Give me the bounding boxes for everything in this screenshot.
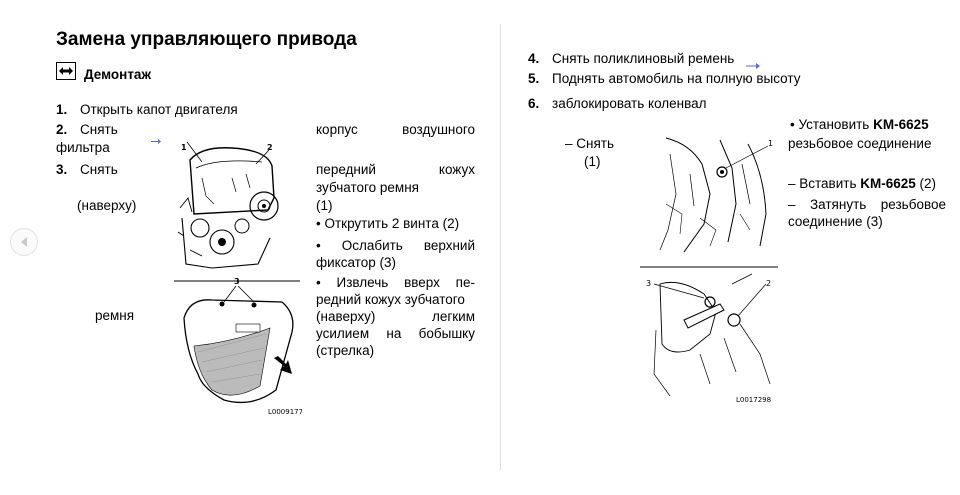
bullet-item: фиксатор (3) xyxy=(316,255,396,270)
step-number: 3. xyxy=(56,162,68,177)
section-label: Демонтаж xyxy=(84,67,152,82)
figure-code: L0017298 xyxy=(736,396,771,404)
sub-step-text: (1) xyxy=(584,154,601,169)
link-arrow-icon[interactable] xyxy=(746,56,760,74)
disassembly-icon xyxy=(56,62,76,80)
step-number: 5. xyxy=(528,71,540,86)
step-text: Открыть капот двигателя xyxy=(80,102,238,117)
callout-label: 3 xyxy=(234,277,240,286)
previous-page-button[interactable] xyxy=(10,228,38,256)
step-text: передний кожух xyxy=(316,162,475,177)
tool-code: KM-6625 xyxy=(873,117,929,132)
bullet-item: (наверху) легким xyxy=(316,309,475,324)
callout-label: 1 xyxy=(768,139,773,148)
bullet-item: – Затянуть резьбовое xyxy=(788,197,946,212)
bullet-item: резьбовое соединение xyxy=(788,136,932,151)
chevron-left-icon xyxy=(21,237,27,247)
step-text: фильтра xyxy=(56,140,110,155)
page-title: Замена управляющего привода xyxy=(56,29,357,50)
callout-label: 3 xyxy=(646,279,651,288)
tool-code: KM-6625 xyxy=(860,176,916,191)
step-text: (1) xyxy=(316,198,333,213)
step-text: Снять поликлиновый ремень xyxy=(552,51,735,66)
step-number: 6. xyxy=(528,96,540,111)
bullet-text: (2) xyxy=(919,176,937,191)
callout-label: 2 xyxy=(766,279,771,288)
figure-code: L0009177 xyxy=(268,408,302,416)
bullet-item: редний кожух зубчатого xyxy=(316,292,465,307)
step-number: 4. xyxy=(528,51,540,66)
step-text: зубчатого ремня xyxy=(316,180,419,195)
sub-step-text: – Снять xyxy=(565,136,614,151)
step-text: (наверху) xyxy=(77,198,137,213)
bullet-item: – Вставить KM-6625 (2) xyxy=(788,175,936,192)
engine-timing-cover-figure: 1 2 3 L0009177 xyxy=(172,138,303,418)
step-text: корпус воздушного xyxy=(316,122,475,137)
step-text: заблокировать коленвал xyxy=(552,96,707,111)
step-number: 2. xyxy=(56,122,68,137)
callout-label: 2 xyxy=(267,143,273,152)
bullet-item: • Ослабить верхний xyxy=(316,238,475,253)
bullet-item: соединение (3) xyxy=(788,214,883,229)
callout-label: 1 xyxy=(181,143,187,152)
column-divider xyxy=(500,24,501,470)
bullet-item: • Установить KM-6625 xyxy=(790,116,929,133)
bullet-item: усилием на бобышку xyxy=(316,326,475,341)
bullet-item: • Открутить 2 винта (2) xyxy=(316,216,460,231)
step-number: 1. xyxy=(56,102,68,117)
crankshaft-lock-figure: 1 3 2 L0017298 xyxy=(640,134,780,408)
step-text: Снять xyxy=(80,122,118,137)
bullet-text: – Вставить xyxy=(788,176,857,191)
link-arrow-icon[interactable] xyxy=(151,131,161,149)
step-text: Поднять автомобиль на полную высоту xyxy=(552,71,801,86)
bullet-text: • Установить xyxy=(790,117,870,132)
step-text: ремня xyxy=(95,308,135,323)
bullet-item: (стрелка) xyxy=(316,343,375,358)
bullet-item: • Извлечь вверх пе- xyxy=(316,275,475,290)
step-text: Снять xyxy=(80,162,118,177)
